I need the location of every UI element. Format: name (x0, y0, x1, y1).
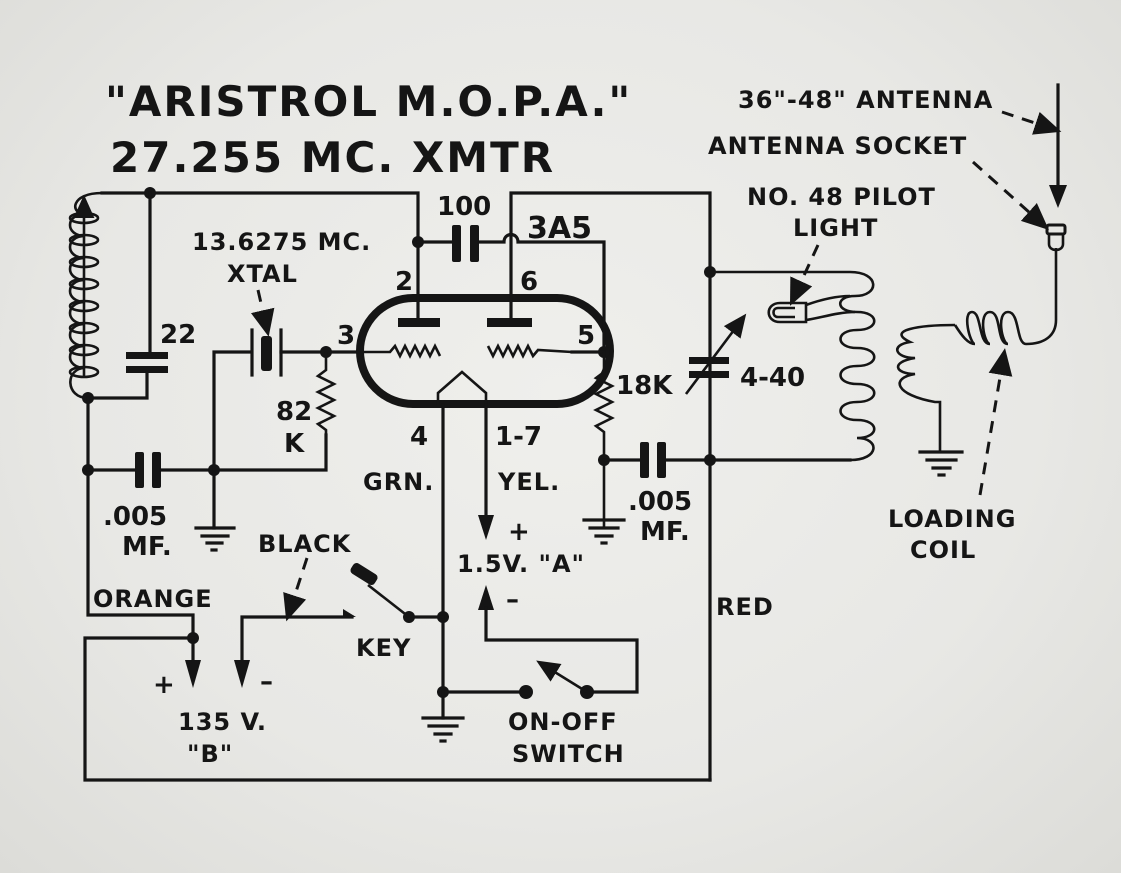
b-battery-minus: – (260, 667, 273, 697)
capacitor-005-right (640, 442, 649, 478)
b-plus-arrow-icon (185, 660, 201, 688)
antenna-label: 36"-48" ANTENNA (738, 86, 993, 114)
cap-005-right-value: .005 (628, 487, 692, 517)
on-off-label-1: ON-OFF (508, 708, 618, 736)
var-cap-label: 4-40 (740, 363, 805, 393)
title-line-2: 27.255 MC. XMTR (110, 133, 555, 182)
pin-2-label: 2 (395, 267, 413, 297)
wire-red-label: RED (716, 593, 774, 621)
capacitor-005-left (135, 452, 144, 488)
ground-icon (421, 716, 465, 743)
resistor-82k (315, 352, 337, 470)
ground-icon (582, 518, 626, 545)
res-18k-label: 18K (616, 371, 673, 401)
b-minus-arrow-icon (234, 660, 250, 688)
capacitor-plate (152, 452, 161, 488)
ground-icon (194, 468, 236, 552)
loading-coil (953, 248, 1058, 346)
capacitor-plate (657, 442, 666, 478)
capacitor-22 (86, 191, 168, 400)
key-contact-icon (343, 609, 356, 617)
telegraph-key[interactable] (367, 583, 410, 619)
output-tank-coil (710, 270, 876, 462)
crystal-label: XTAL (227, 260, 298, 288)
pilot-light-pointer-arrow (789, 244, 820, 306)
black-pointer-arrow (283, 557, 309, 622)
a-battery-minus: – (506, 585, 519, 615)
antenna-socket-label: ANTENNA SOCKET (708, 132, 967, 160)
switch-contact (519, 685, 533, 699)
ground-icon (918, 450, 964, 477)
cap-005-left-unit: MF. (122, 532, 172, 562)
antenna-pointer-arrow (1001, 110, 1062, 135)
b-battery-plus: + (153, 670, 175, 700)
res-82k-unit: K (284, 429, 305, 459)
key-knob-icon (350, 563, 378, 585)
pin-6-label: 6 (520, 267, 538, 297)
wire-orange-label: ORANGE (93, 585, 213, 613)
junction-dot (704, 454, 716, 466)
pilot-light-label-2: LIGHT (793, 214, 878, 242)
link-coil (896, 323, 956, 452)
loading-coil-label-1: LOADING (888, 505, 1016, 533)
key-label: KEY (356, 634, 411, 662)
a-battery-label: 1.5V. "A" (457, 550, 585, 578)
on-off-label-2: SWITCH (512, 740, 625, 768)
a-plus-arrow-icon (478, 515, 494, 540)
crystal-frequency: 13.6275 MC. (192, 228, 371, 256)
capacitor-100 (452, 225, 461, 262)
loading-coil-label-2: COIL (910, 536, 976, 564)
cap-100-label: 100 (437, 192, 491, 222)
tank-coil-left (68, 191, 103, 400)
b-battery-voltage: 135 V. (178, 708, 267, 736)
loading-coil-pointer-arrow (978, 348, 1013, 496)
wire-grn-label: GRN. (363, 468, 434, 496)
capacitor-plate (470, 225, 479, 262)
pin-1-7-label: 1-7 (495, 422, 542, 452)
a-minus-arrow-icon (478, 585, 494, 610)
wire-yel-label: YEL. (497, 468, 560, 496)
b-battery-label: "B" (187, 740, 233, 768)
pin-3-label: 3 (337, 321, 355, 351)
res-82k-value: 82 (276, 397, 312, 427)
cap-22-label: 22 (160, 320, 196, 350)
pin-4-label: 4 (410, 422, 428, 452)
socket-pointer-arrow (971, 160, 1049, 231)
antenna-socket-icon (1045, 223, 1067, 252)
wire-black-label: BLACK (258, 530, 352, 558)
resistor-18k (593, 352, 615, 528)
xtal-pointer-arrow (250, 289, 275, 337)
pin-5-label: 5 (577, 321, 595, 351)
cap-005-right-unit: MF. (640, 517, 690, 547)
cap-005-left-value: .005 (103, 502, 167, 532)
a-battery-plus: + (508, 517, 530, 547)
title-line-1: "ARISTROL M.O.P.A." (105, 77, 632, 126)
tube-type-label: 3A5 (527, 211, 592, 246)
pilot-light-label-1: NO. 48 PILOT (747, 183, 936, 211)
variable-capacitor-4-40 (684, 313, 747, 395)
on-off-switch[interactable] (536, 660, 588, 694)
crystal-icon (250, 328, 283, 377)
antenna-arrow-icon (1049, 185, 1067, 208)
